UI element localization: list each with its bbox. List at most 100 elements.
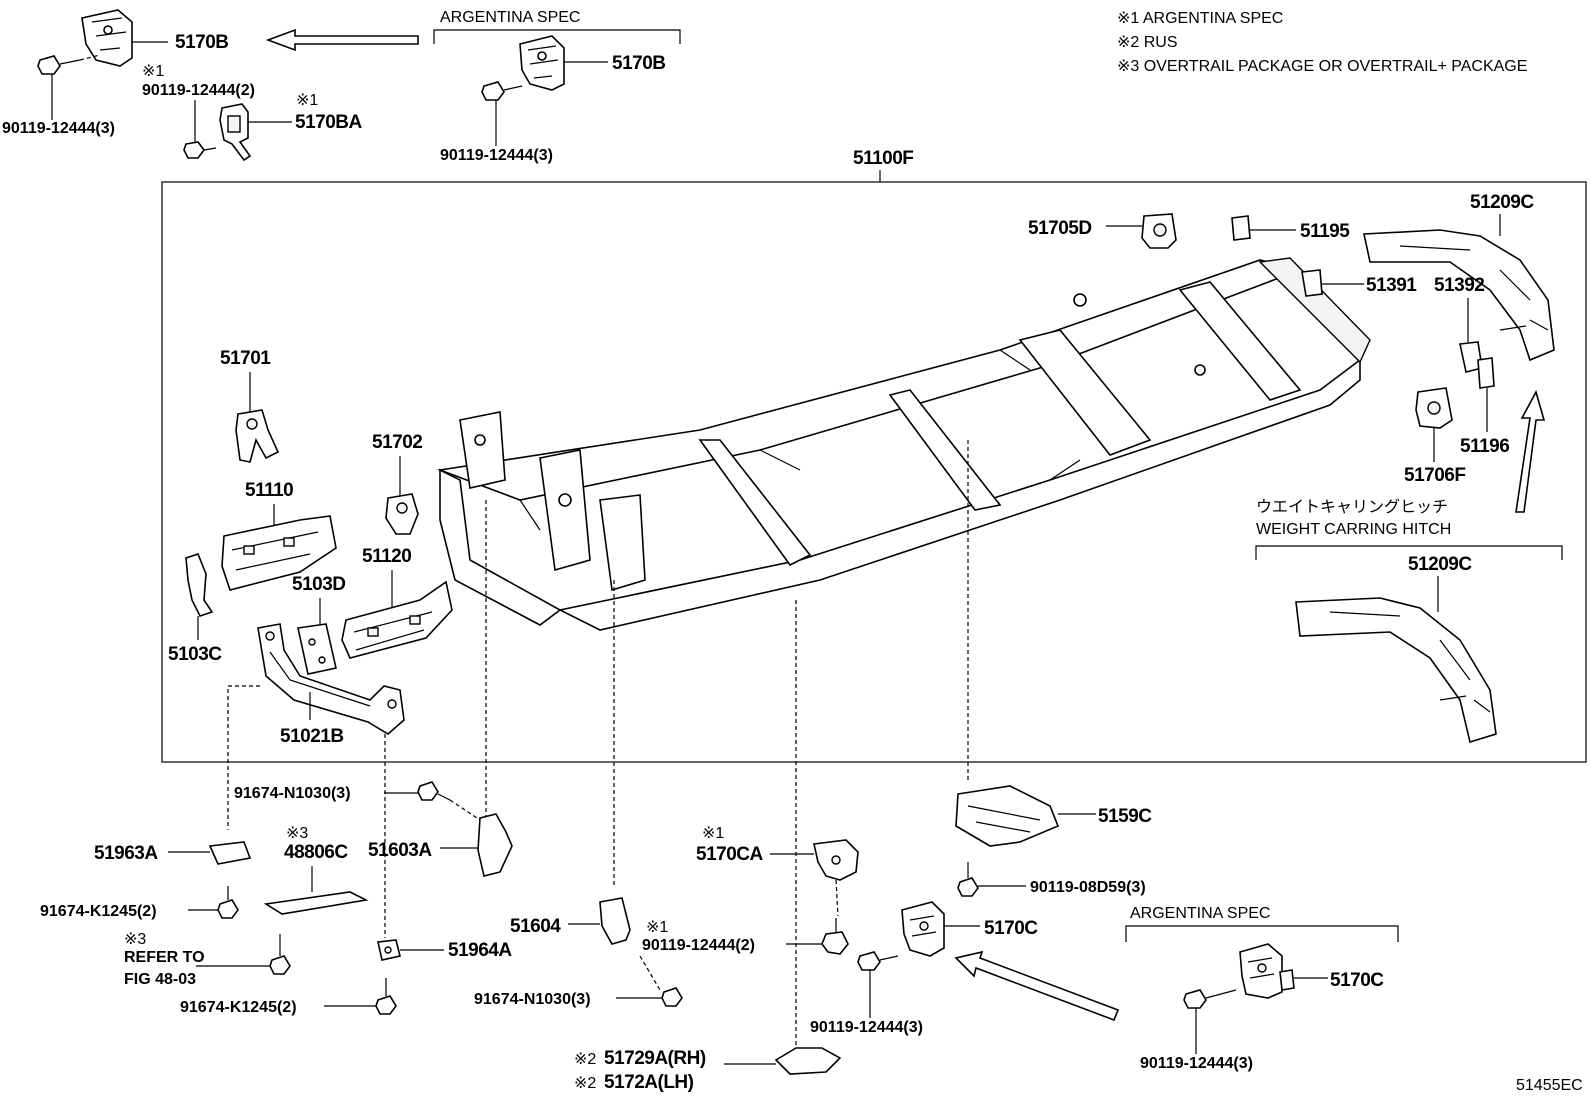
mark-1-a: ※1 bbox=[142, 63, 164, 80]
label-51701: 51701 bbox=[220, 348, 271, 369]
bracket-51604[interactable] bbox=[599, 897, 631, 945]
label-51604: 51604 bbox=[510, 916, 561, 937]
mark-1-b: ※1 bbox=[296, 92, 318, 109]
bolt-90119-12444-argentina-top[interactable] bbox=[481, 81, 523, 101]
label-5172a-lh: 5172A(LH) bbox=[604, 1072, 694, 1093]
label-51963a: 51963A bbox=[94, 843, 158, 864]
bracket-51603a[interactable] bbox=[477, 813, 513, 877]
bolt-90119-12444-2[interactable] bbox=[183, 141, 217, 159]
label-51021b: 51021B bbox=[280, 726, 344, 747]
label-5170ba: 5170BA bbox=[295, 112, 362, 133]
bracket-5103c[interactable] bbox=[185, 553, 214, 617]
label-90119-12444-2-b: 90119-12444(2) bbox=[642, 937, 755, 954]
bolt-91674-n1030-b[interactable] bbox=[661, 987, 683, 1007]
note-rus: ※2 RUS bbox=[1117, 34, 1178, 51]
label-51120: 51120 bbox=[362, 546, 411, 567]
shield-51729a-5172a[interactable] bbox=[774, 1047, 842, 1075]
bolt-90119-08d59[interactable] bbox=[957, 862, 979, 897]
label-90119-12444-2-a: 90119-12444(2) bbox=[142, 82, 255, 99]
label-51209c-bottom: 51209C bbox=[1408, 554, 1472, 575]
title-argentina-top: ARGENTINA SPEC bbox=[440, 9, 580, 26]
crossmember-51021b[interactable] bbox=[257, 623, 405, 735]
label-90119-12444-3-c: 90119-12444(3) bbox=[810, 1019, 923, 1036]
label-51196: 51196 bbox=[1460, 436, 1509, 457]
mark-2-a: ※2 bbox=[574, 1051, 596, 1068]
label-90119-12444-3-b: 90119-12444(3) bbox=[440, 147, 553, 164]
bracket-5170c-argentina[interactable] bbox=[1239, 943, 1295, 999]
bolt-91674-k1245-b[interactable] bbox=[375, 978, 397, 1015]
refer-to-line1: REFER TO bbox=[124, 949, 205, 966]
bolt-91674-k1245-a[interactable] bbox=[217, 886, 239, 919]
hitch-member-51209c-top[interactable] bbox=[1363, 229, 1555, 362]
label-51391: 51391 bbox=[1366, 275, 1417, 296]
label-51702: 51702 bbox=[372, 432, 422, 453]
title-argentina-bottom: ARGENTINA SPEC bbox=[1130, 905, 1270, 922]
label-51195: 51195 bbox=[1300, 221, 1350, 242]
label-91674-n1030-3-b: 91674-N1030(3) bbox=[474, 991, 591, 1008]
label-91674-k1245-2-a: 91674-K1245(2) bbox=[40, 903, 157, 920]
mount-51706f[interactable] bbox=[1415, 387, 1453, 429]
clip-51964a[interactable] bbox=[377, 939, 401, 961]
title-hitch-en: WEIGHT CARRING HITCH bbox=[1256, 521, 1451, 538]
mark-3-b: ※3 bbox=[124, 931, 146, 948]
bolt-90119-12444-argentina-bottom[interactable] bbox=[1183, 989, 1237, 1009]
hitch-member-51209c-bottom[interactable] bbox=[1295, 597, 1497, 744]
label-91674-k1245-2-b: 91674-K1245(2) bbox=[180, 999, 297, 1016]
note-overtrail: ※3 OVERTRAIL PACKAGE OR OVERTRAIL+ PACKA… bbox=[1117, 58, 1527, 75]
frame-assembly-51100f[interactable] bbox=[436, 257, 1371, 631]
bracket-51120[interactable] bbox=[341, 580, 453, 659]
label-51392: 51392 bbox=[1434, 275, 1484, 296]
label-51964a: 51964A bbox=[448, 940, 512, 961]
title-hitch-jp: ウエイトキャリングヒッチ bbox=[1256, 498, 1448, 516]
label-5170c-b: 5170C bbox=[1330, 970, 1384, 991]
label-48806c: 48806C bbox=[284, 842, 348, 863]
figure-code: 51455EC bbox=[1516, 1077, 1583, 1094]
bolt-refer-fig-48-03[interactable] bbox=[269, 934, 291, 975]
bracket-5170ca[interactable] bbox=[813, 839, 859, 881]
plate-5159c[interactable] bbox=[955, 785, 1060, 847]
label-51705d: 51705D bbox=[1028, 218, 1092, 239]
mount-51705d[interactable] bbox=[1141, 213, 1177, 249]
label-90119-12444-3-d: 90119-12444(3) bbox=[1140, 1055, 1253, 1072]
bracket-5170ba[interactable] bbox=[219, 103, 252, 162]
nut-5170ca[interactable] bbox=[821, 918, 849, 955]
mount-51701[interactable] bbox=[235, 409, 280, 463]
cushion-51195[interactable] bbox=[1231, 215, 1251, 241]
plate-5103d[interactable] bbox=[297, 623, 337, 675]
bracket-51391[interactable] bbox=[1301, 269, 1323, 297]
label-51706f: 51706F bbox=[1404, 465, 1465, 486]
mark-1-d: ※1 bbox=[702, 825, 724, 842]
label-5170b-argentina: 5170B bbox=[612, 53, 666, 74]
cushion-51963a[interactable] bbox=[208, 841, 252, 865]
bracket-5170b-left[interactable] bbox=[81, 9, 133, 67]
label-90119-08d59-3: 90119-08D59(3) bbox=[1030, 879, 1146, 896]
cushion-51196[interactable] bbox=[1477, 357, 1495, 389]
bracket-5170b-argentina[interactable] bbox=[519, 35, 565, 91]
label-5170b-left: 5170B bbox=[175, 32, 229, 53]
label-51603a: 51603A bbox=[368, 840, 432, 861]
bracket-5170c[interactable] bbox=[901, 901, 945, 957]
refer-to-line2: FIG 48-03 bbox=[124, 971, 196, 988]
label-91674-n1030-3-a: 91674-N1030(3) bbox=[234, 785, 351, 802]
bracket-51110[interactable] bbox=[221, 515, 337, 591]
label-5103d: 5103D bbox=[292, 574, 346, 595]
frame-assembly-box bbox=[161, 181, 1587, 763]
label-51100f: 51100F bbox=[853, 148, 913, 169]
label-5170c-a: 5170C bbox=[984, 918, 1038, 939]
label-51209c-top: 51209C bbox=[1470, 192, 1534, 213]
direction-arrow-bottom bbox=[954, 950, 1120, 1022]
mark-1-c: ※1 bbox=[646, 919, 668, 936]
mark-3-a: ※3 bbox=[286, 825, 308, 842]
bolt-90119-12444-5170c[interactable] bbox=[857, 951, 899, 971]
label-51110: 51110 bbox=[245, 480, 293, 501]
plate-48806c[interactable] bbox=[263, 891, 369, 915]
label-5103c: 5103C bbox=[168, 644, 222, 665]
direction-arrow-up bbox=[1515, 389, 1546, 513]
note-argentina: ※1 ARGENTINA SPEC bbox=[1117, 10, 1283, 27]
mount-51702[interactable] bbox=[385, 493, 419, 535]
direction-arrow-top bbox=[265, 28, 419, 52]
label-5170ca: 5170CA bbox=[696, 844, 763, 865]
bolt-90119-12444-left[interactable] bbox=[37, 55, 81, 75]
bolt-91674-n1030-a[interactable] bbox=[417, 781, 451, 801]
